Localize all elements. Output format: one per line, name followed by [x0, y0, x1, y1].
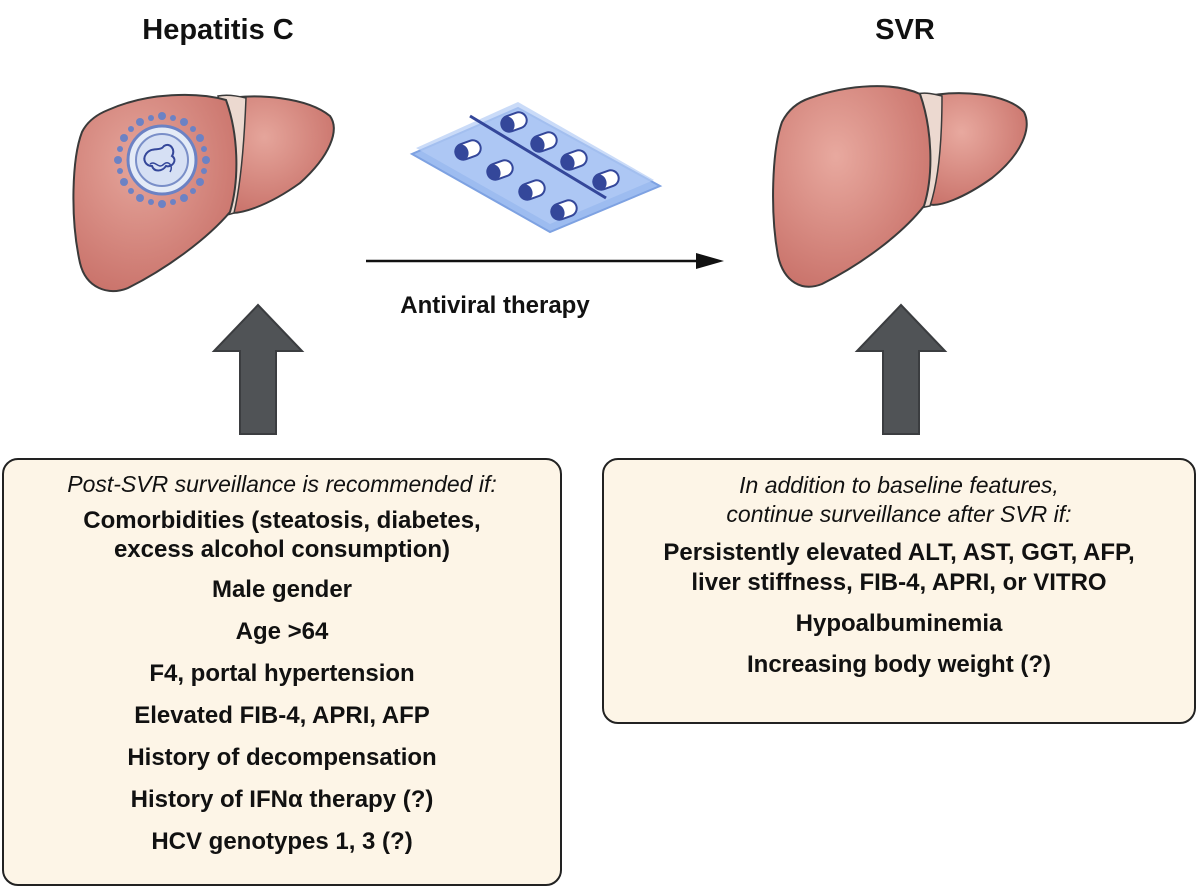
criteria-item: HCV genotypes 1, 3 (?): [151, 828, 413, 855]
therapy-arrow: [366, 253, 724, 269]
antiviral-therapy-label: Antiviral therapy: [400, 292, 590, 319]
criteria-item: History of IFNα therapy (?): [130, 786, 434, 813]
box-intro: In addition to baseline features,: [739, 472, 1059, 498]
up-arrow-icon: [854, 303, 948, 435]
hepatitis-c-title: Hepatitis C: [142, 14, 294, 46]
pill-blister-pack-icon: [409, 102, 663, 234]
criteria-item: Hypoalbuminemia: [795, 610, 1003, 637]
box-intro: Post-SVR surveillance is recommended if:: [67, 471, 497, 497]
criteria-item: Increasing body weight (?): [746, 651, 1052, 678]
criteria-item: History of decompensation: [127, 744, 437, 771]
box-intro: continue surveillance after SVR if:: [726, 501, 1072, 527]
svr-title: SVR: [875, 14, 935, 46]
criteria-item: Persistently elevated ALT, AST, GGT, AFP…: [663, 539, 1135, 566]
post-svr-surveillance-box: Post-SVR surveillance is recommended if:…: [2, 458, 562, 886]
healthy-liver-icon: [772, 85, 1028, 288]
criteria-item: excess alcohol consumption): [113, 536, 451, 563]
criteria-item: Elevated FIB-4, APRI, AFP: [134, 702, 430, 729]
criteria-item: Comorbidities (steatosis, diabetes,: [83, 507, 481, 534]
criteria-item: Male gender: [211, 576, 353, 603]
criteria-item: liver stiffness, FIB-4, APRI, or VITRO: [691, 569, 1107, 596]
criteria-item: F4, portal hypertension: [149, 660, 415, 687]
criteria-item: Age >64: [235, 618, 329, 645]
liver-with-virus-icon: [72, 93, 335, 292]
up-arrow-icon: [211, 303, 305, 435]
continue-surveillance-box: In addition to baseline features, contin…: [602, 458, 1196, 724]
